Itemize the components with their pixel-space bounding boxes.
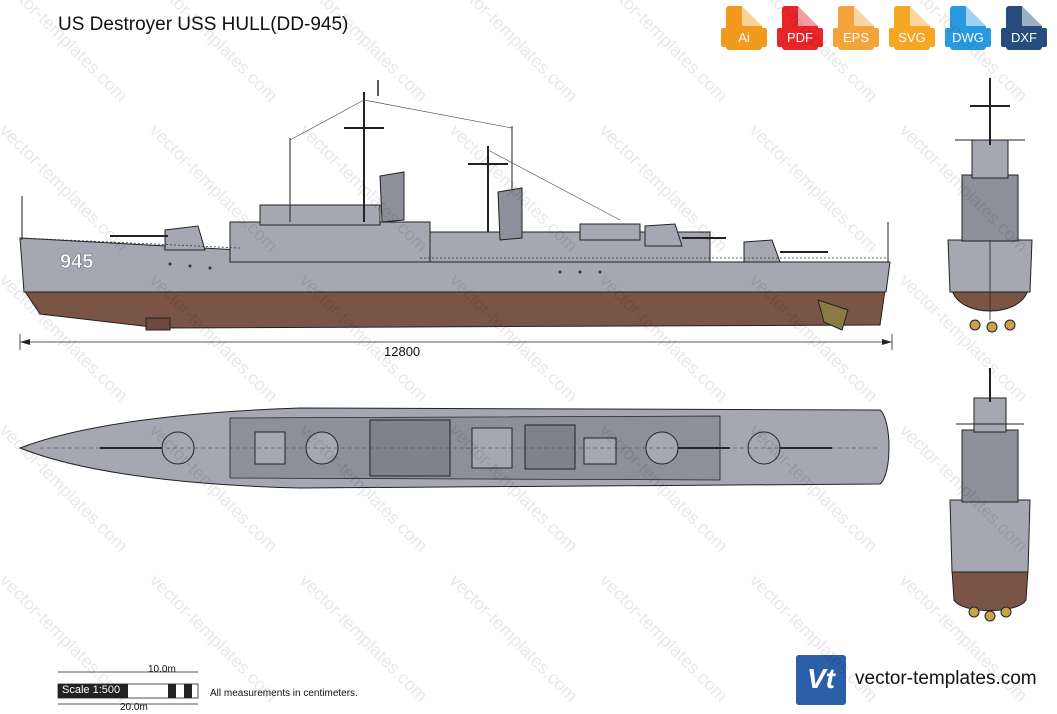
format-icon-dxf[interactable]: DXF xyxy=(1001,6,1047,50)
front-view xyxy=(947,78,1033,333)
format-icon-svg[interactable]: SVG xyxy=(889,6,935,50)
scale-bar xyxy=(57,671,199,705)
hull-number: 945 xyxy=(60,251,93,273)
length-dimension: 12800 xyxy=(384,344,421,359)
brand-site-link[interactable]: vector-templates.com xyxy=(855,668,1037,689)
scale-label: Scale 1:500 xyxy=(62,684,121,696)
logo-text: Vt xyxy=(807,663,835,694)
format-icon-pdf[interactable]: PDF xyxy=(777,6,823,50)
scale-top-label: 10.0m xyxy=(148,664,176,675)
format-icon-dwg[interactable]: DWG xyxy=(945,6,991,50)
page-title: US Destroyer USS HULL(DD-945) xyxy=(58,14,349,35)
format-label: DWG xyxy=(952,30,984,45)
format-label: PDF xyxy=(787,30,813,45)
scale-bottom-label: 20.0m xyxy=(120,702,148,713)
format-label: DXF xyxy=(1011,30,1037,45)
top-view xyxy=(18,407,890,489)
measurement-note: All measurements in centimeters. xyxy=(210,688,358,699)
format-label: SVG xyxy=(898,30,926,45)
length-dimension-line xyxy=(19,334,893,350)
format-label: Ai xyxy=(738,30,750,45)
brand-logo[interactable]: Vt xyxy=(796,655,846,705)
rear-view xyxy=(949,368,1031,622)
format-icon-eps[interactable]: EPS xyxy=(833,6,879,50)
side-view: 945 xyxy=(19,80,891,331)
format-label: EPS xyxy=(842,30,869,45)
format-icon-ai[interactable]: Ai xyxy=(721,6,767,50)
